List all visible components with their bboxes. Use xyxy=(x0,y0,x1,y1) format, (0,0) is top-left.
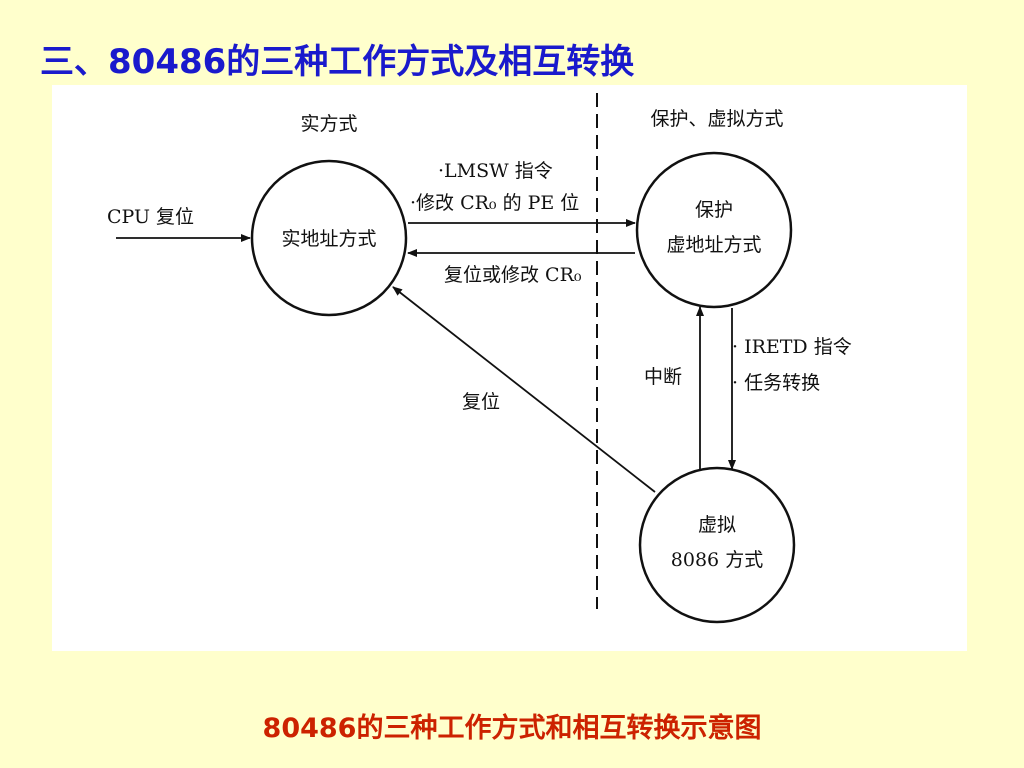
node-protected-label-line1: 保护 xyxy=(695,199,733,221)
mode-transition-diagram: 实方式 保护、虚拟方式 实地址方式 保护 虚地址方式 虚拟 8086 方式 CP… xyxy=(52,85,967,651)
slide-title: 三、80486的三种工作方式及相互转换 xyxy=(40,42,635,82)
edge-protected-to-real-label: 复位或修改 CR₀ xyxy=(444,264,582,286)
edge-interrupt-label: 中断 xyxy=(644,366,682,388)
figure-caption: 80486的三种工作方式和相互转换示意图 xyxy=(262,713,762,744)
region-label-protected-virtual-mode: 保护、虚拟方式 xyxy=(650,108,783,130)
region-label-real-mode: 实方式 xyxy=(300,113,357,135)
edge-reset-from-virtual-arrow xyxy=(392,286,656,493)
node-protected-virtual-address-mode: 保护 虚地址方式 xyxy=(635,151,793,309)
node-real-address-mode-label: 实地址方式 xyxy=(281,228,376,250)
node-real-address-mode: 实地址方式 xyxy=(250,159,408,317)
edge-to-virtual-label-line2: · 任务转换 xyxy=(732,372,820,394)
node-protected-label-line2: 虚地址方式 xyxy=(666,234,761,256)
edge-real-to-protected-label-line1: ·LMSW 指令 xyxy=(438,160,553,182)
edge-cpu-reset-label: CPU 复位 xyxy=(107,206,194,228)
edge-reset-from-virtual-label: 复位 xyxy=(462,391,500,413)
edge-real-to-protected-label-line2: ·修改 CR₀ 的 PE 位 xyxy=(410,192,579,214)
edge-to-virtual-label-line1: · IRETD 指令 xyxy=(732,336,852,358)
node-virtual-8086-mode: 虚拟 8086 方式 xyxy=(638,466,796,624)
node-virtual-8086-label-line2: 8086 方式 xyxy=(671,549,763,571)
node-virtual-8086-label-line1: 虚拟 xyxy=(698,514,736,536)
